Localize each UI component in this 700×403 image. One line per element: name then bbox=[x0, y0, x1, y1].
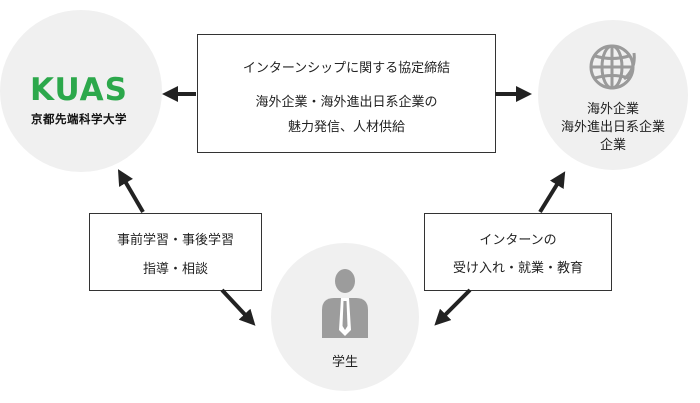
guidance-line-1: 事前学習・事後学習 bbox=[116, 233, 234, 248]
guidance-line-2: 指導・相談 bbox=[142, 262, 208, 277]
companies-label: 海外企業 海外進出日系企業 企業 bbox=[553, 101, 673, 155]
agreement-line-2: 海外企業・海外進出日系企業の bbox=[255, 95, 438, 110]
internship-line-1: インターンの bbox=[479, 233, 557, 248]
agreement-line-1: インターンシップに関する協定締結 bbox=[242, 61, 451, 76]
companies-line-1: 海外企業 bbox=[586, 102, 639, 117]
arrow-university-from-guidance bbox=[117, 169, 145, 214]
student-label: 学生 bbox=[331, 355, 358, 370]
university-name: 京都先端科学大学 bbox=[31, 112, 127, 126]
arrow-internship-to-student bbox=[434, 288, 472, 326]
internship-box: インターンの 受け入れ・就業・教育 bbox=[424, 213, 612, 291]
guidance-box: 事前学習・事後学習 指導・相談 bbox=[89, 213, 262, 291]
companies-line-2: 海外進出日系企業 bbox=[560, 120, 665, 135]
university-node bbox=[0, 10, 162, 172]
kuas-logo: KUAS bbox=[29, 72, 128, 108]
internship-line-2: 受け入れ・就業・教育 bbox=[452, 261, 583, 276]
agreement-box: インターンシップに関する協定締結 海外企業・海外進出日系企業の 魅力発信、人材供… bbox=[197, 34, 496, 153]
arrow-guidance-to-student bbox=[220, 288, 256, 326]
globe-icon bbox=[589, 44, 636, 90]
person-icon bbox=[322, 269, 368, 338]
companies-line-3: 企業 bbox=[599, 138, 626, 153]
agreement-line-3: 魅力発信、人材供給 bbox=[287, 120, 405, 135]
arrow-companies-from-internship bbox=[538, 171, 566, 214]
